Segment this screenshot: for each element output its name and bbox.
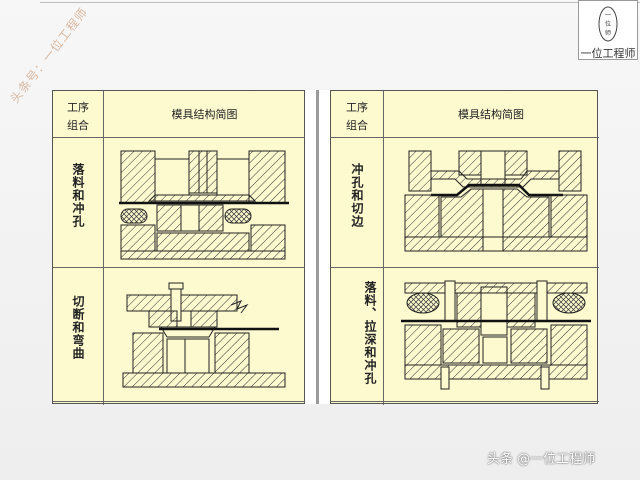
table-right-panel: 工序 组合 模具结构简图 冲孔和切边 落料、拉深和冲孔 — [330, 90, 599, 405]
blanking-punching-die-drawing — [119, 150, 289, 260]
punching-trimming-die-drawing — [404, 150, 588, 252]
header-divider — [53, 137, 306, 138]
cutoff-bending-die-drawing — [122, 282, 286, 388]
blanking-drawing-punching-die-drawing — [401, 280, 591, 390]
header-process-line1: 工序 — [346, 101, 368, 114]
footer-credit: 头条 @一位工程师 — [487, 452, 596, 467]
row-divider — [53, 401, 306, 402]
row-process-label: 冲孔和切边 — [350, 163, 364, 228]
die-combination-table: 工序 组合 模具结构简图 落料和冲孔 切断和弯曲 — [52, 90, 599, 405]
logo-char-3: 师 — [605, 29, 611, 37]
header-diagram: 模具结构简图 — [458, 108, 524, 121]
header-process-line2: 组合 — [346, 119, 368, 132]
panel-gap — [305, 90, 330, 404]
header-process-line2: 组合 — [67, 119, 89, 132]
column-divider — [383, 91, 384, 405]
brand-logo: 一 位 师 一位工程师 — [578, 0, 638, 60]
logo-char-1: 一 — [605, 12, 611, 19]
row-divider — [331, 401, 599, 402]
column-divider — [103, 91, 104, 405]
row-divider — [331, 267, 599, 268]
row-divider — [53, 267, 306, 268]
row-process-label: 落料和冲孔 — [71, 163, 85, 228]
row-process-label: 切断和弯曲 — [71, 295, 85, 360]
table-left-panel: 工序 组合 模具结构简图 落料和冲孔 切断和弯曲 — [52, 90, 306, 405]
logo-char-2: 位 — [605, 20, 611, 28]
header-process-line1: 工序 — [67, 101, 89, 114]
top-divider — [40, 2, 640, 3]
header-diagram: 模具结构简图 — [171, 108, 238, 121]
row-process-label: 落料、拉深和冲孔 — [363, 281, 377, 385]
logo-caption: 一位工程师 — [580, 47, 636, 60]
header-divider — [331, 137, 599, 138]
logo-circle-icon: 一 位 师 — [598, 6, 618, 42]
panel-separator — [316, 90, 319, 404]
